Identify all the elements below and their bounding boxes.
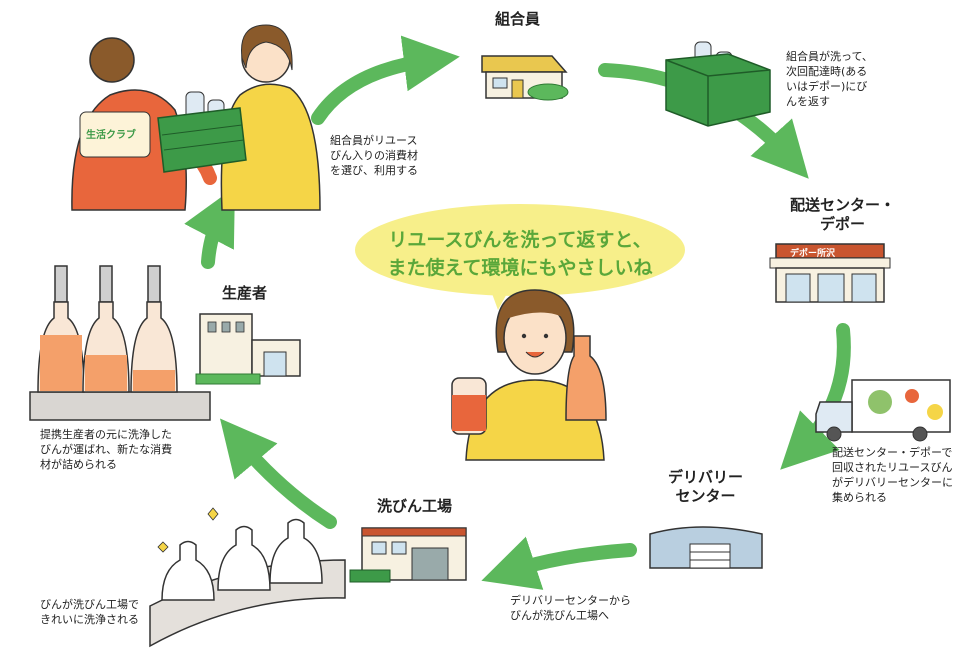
center-woman-illustration xyxy=(451,289,607,461)
station-producer-label: 生産者 xyxy=(222,284,268,302)
depot-store-icon xyxy=(769,243,891,303)
station-washing-plant-label: 洗びん工場 xyxy=(377,497,453,515)
washed-bottles-conveyor xyxy=(149,507,346,648)
station-delivery-center-label: デリバリー センター xyxy=(668,468,744,505)
depot-sign-text: デポー所沢 xyxy=(790,249,836,259)
speech-bubble-text: リユースびんを洗って返すと、 また使えて環境にもやさしいね xyxy=(378,227,662,282)
speech-bubble xyxy=(355,204,685,310)
speech-line-1: リユースびんを洗って返すと、 xyxy=(388,229,652,251)
arrow-depot-to-delivery xyxy=(780,323,851,470)
arrow-producer-to-member xyxy=(184,187,235,269)
arrow-delivery-to-plant xyxy=(481,536,637,590)
jacket-logo-text: 生活クラブ xyxy=(86,130,136,141)
note-refill: 提携生産者の元に洗浄した びんが運ばれ、新たな消費 材が詰められる xyxy=(40,428,173,471)
arrow-member-to-house xyxy=(311,35,460,125)
note-collect: 配送センター・デポーで 回収されたリユースびん がデリバリーセンターに 集められ… xyxy=(832,446,953,504)
washing-plant-building-icon xyxy=(349,527,467,583)
note-member-return: 組合員が洗って、 次回配達時(ある いはデポー)にび んを返す xyxy=(786,50,873,108)
member-house-icon xyxy=(481,55,569,101)
producer-building-icon xyxy=(195,313,301,385)
delivery-center-warehouse-icon xyxy=(649,526,763,569)
bottle-filling-line xyxy=(29,265,211,421)
note-washed: びんが洗びん工場で きれいに洗浄される xyxy=(40,598,139,626)
station-depot-label: 配送センター・ デポー xyxy=(790,196,896,233)
note-member-use: 組合員がリユース びん入りの消費材 を選び、利用する xyxy=(330,134,418,177)
bottle-crate-handover xyxy=(157,91,247,173)
returned-crate-icon xyxy=(665,41,771,127)
delivery-truck-icon xyxy=(815,379,951,442)
arrow-plant-to-producer xyxy=(219,418,337,529)
note-to-plant: デリバリーセンターから びんが洗びん工場へ xyxy=(510,594,631,622)
speech-line-2: また使えて環境にもやさしいね xyxy=(387,256,653,279)
station-member-label: 組合員 xyxy=(495,10,541,28)
